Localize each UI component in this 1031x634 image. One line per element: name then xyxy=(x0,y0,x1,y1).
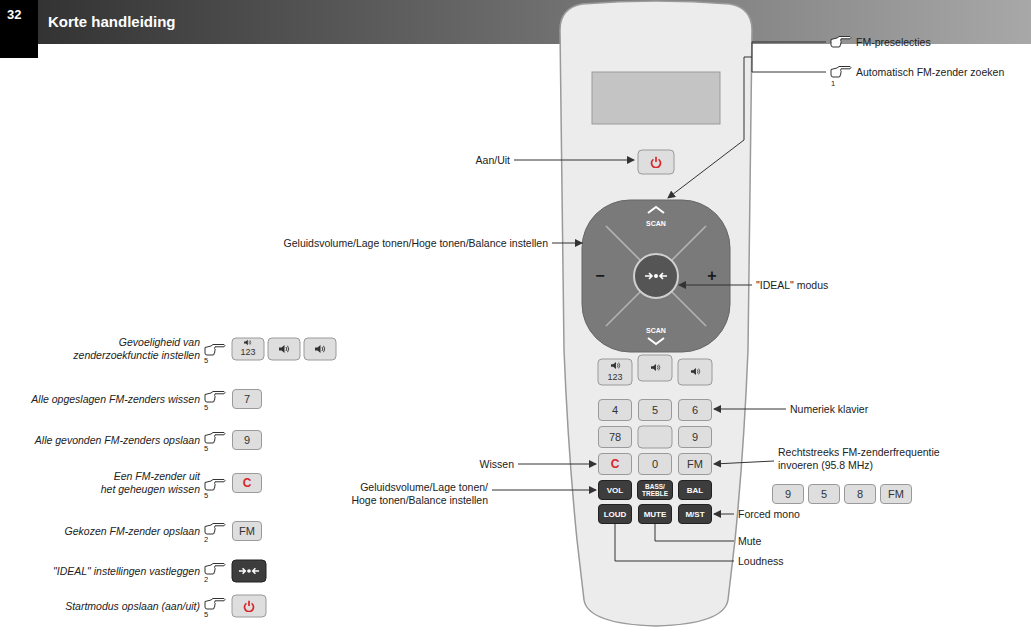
remote-button: 6 xyxy=(678,399,712,421)
button-label: 5 xyxy=(652,404,658,416)
button-label: BASS/ TREBLE xyxy=(640,483,670,497)
function-note: Een FM-zender uit het geheugen wissen xyxy=(66,470,200,496)
button-label: C xyxy=(243,477,252,489)
button-label: FM xyxy=(888,488,904,500)
button-label: FM xyxy=(687,458,703,470)
button-label: 8 xyxy=(857,488,863,500)
remote-button: 4 xyxy=(598,399,632,421)
key-icon: 8 xyxy=(844,484,876,504)
button-label: VOL xyxy=(607,486,623,495)
button-label: 32 xyxy=(7,7,21,22)
button-label: FM xyxy=(239,525,255,537)
function-button: LOUD xyxy=(598,504,632,524)
function-button: VOL xyxy=(598,480,632,500)
function-note: Gekozen FM-zender opslaan xyxy=(0,525,200,538)
function-note: Startmodus opslaan (aan/uit) xyxy=(0,600,200,613)
key-icon: 5 xyxy=(808,484,840,504)
key-icon: 7 xyxy=(232,389,262,409)
function-button: BAL xyxy=(678,480,712,500)
function-note: Alle gevonden FM-zenders opslaan xyxy=(0,434,200,447)
callout-label: Automatisch FM-zender zoeken xyxy=(856,66,1004,79)
button-label: MUTE xyxy=(644,510,667,519)
callout-label: Geluidsvolume/Lage tonen/Hoge tonen/Bala… xyxy=(250,237,548,250)
button-label: 5 xyxy=(821,488,827,500)
button-label: 9 xyxy=(692,431,698,443)
button-label: C xyxy=(611,458,620,470)
button-label: 7 xyxy=(244,393,250,405)
function-button: M/ST xyxy=(678,504,712,524)
function-button: BASS/ TREBLE xyxy=(637,480,673,500)
remote-button: 123 xyxy=(598,359,632,385)
function-note: Alle opgeslagen FM-zenders wissen xyxy=(0,393,200,406)
key-icon: FM xyxy=(880,484,912,504)
button-label: SCAN xyxy=(626,219,686,228)
button-label: 9 xyxy=(785,488,791,500)
key-icon: C xyxy=(232,473,262,493)
remote-button: 78 xyxy=(598,426,632,448)
callout-label: Loudness xyxy=(738,555,784,568)
step-count: 5 xyxy=(204,610,208,619)
step-count: 1 xyxy=(831,79,835,88)
step-count: 5 xyxy=(204,444,208,453)
step-count: 5 xyxy=(204,356,208,365)
button-label: 0 xyxy=(652,458,658,470)
callout-label: Wissen xyxy=(466,458,514,471)
function-note: Gevoeligheid van zenderzoekfunctie inste… xyxy=(0,336,200,362)
page-title: Korte handleiding xyxy=(48,13,176,31)
button-label: 9 xyxy=(244,434,250,446)
step-count: 2 xyxy=(204,575,208,584)
callout-label: "IDEAL" modus xyxy=(756,279,828,292)
callout-label: Aan/Uit xyxy=(460,154,510,167)
button-label: BAL xyxy=(687,486,703,495)
button-label: 123 xyxy=(240,347,255,357)
button-label: 78 xyxy=(609,431,621,443)
button-label: M/ST xyxy=(685,510,704,519)
remote-button: FM xyxy=(678,453,712,475)
button-label: 4 xyxy=(612,404,618,416)
button-label: 123 xyxy=(607,372,622,382)
button-label: + xyxy=(702,267,722,285)
button-label: SCAN xyxy=(626,326,686,335)
remote-button: C xyxy=(598,453,632,475)
button-label: LOUD xyxy=(604,510,627,519)
remote-button: 9 xyxy=(678,426,712,448)
key-icon: 123 xyxy=(232,338,264,360)
callout-label: FM-preselecties xyxy=(856,36,931,49)
button-label: 6 xyxy=(692,404,698,416)
callout-label: Geluidsvolume/Lage tonen/ Hoge tonen/Bal… xyxy=(310,481,488,507)
callout-label: Mute xyxy=(738,535,761,548)
remote-button: 5 xyxy=(638,399,672,421)
callout-label: Numeriek klavier xyxy=(790,403,868,416)
remote-button: 0 xyxy=(638,453,672,475)
step-count: 5 xyxy=(204,403,208,412)
button-label: − xyxy=(590,267,610,285)
step-count: 2 xyxy=(204,535,208,544)
function-note: "IDEAL" instellingen vastleggen xyxy=(0,565,200,578)
function-button: MUTE xyxy=(638,504,672,524)
key-icon: 9 xyxy=(772,484,804,504)
callout-label: Rechtstreeks FM-zenderfrequentie invoere… xyxy=(778,446,990,472)
key-icon: FM xyxy=(232,521,262,541)
key-icon: 9 xyxy=(232,430,262,450)
step-count: 5 xyxy=(204,491,208,500)
callout-label: Forced mono xyxy=(738,508,800,521)
page-number-box: 32 xyxy=(0,0,38,58)
